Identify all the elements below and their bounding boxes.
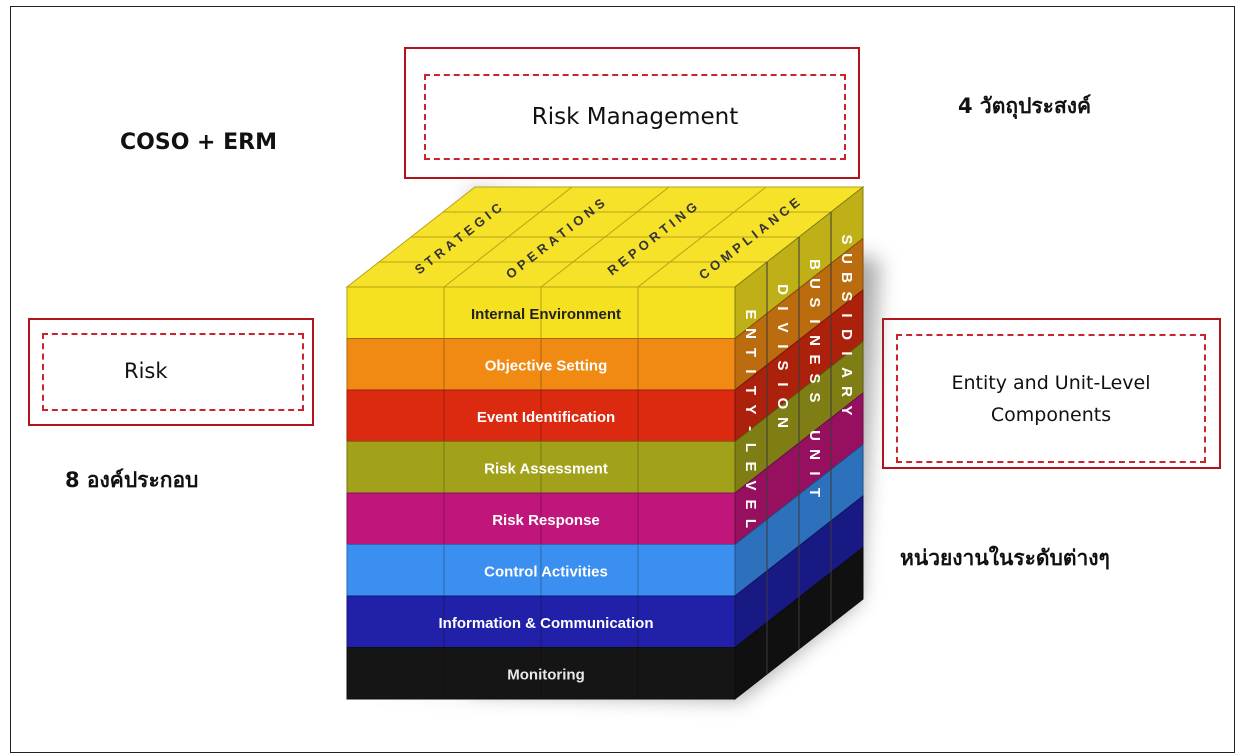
level-letter: L bbox=[742, 519, 759, 528]
risk-label: Risk bbox=[124, 359, 168, 383]
component-label: Control Activities bbox=[484, 563, 608, 580]
level-letter: E bbox=[806, 354, 823, 364]
level-letter: E bbox=[742, 309, 759, 319]
level-letter: D bbox=[838, 329, 855, 340]
level-letter: - bbox=[742, 426, 759, 431]
components-count-label: 8 องค์ประกอบ bbox=[65, 468, 199, 492]
level-letter: Y bbox=[838, 405, 855, 415]
component-label: Risk Response bbox=[492, 512, 600, 529]
level-letter: I bbox=[838, 313, 855, 317]
level-letter: S bbox=[806, 297, 823, 307]
level-letter: S bbox=[774, 360, 791, 370]
units-levels-label: หน่วยงานในระดับต่างๆ bbox=[900, 546, 1110, 570]
level-letter: S bbox=[838, 234, 855, 244]
level-letter: U bbox=[806, 278, 823, 289]
level-letter: L bbox=[742, 443, 759, 452]
component-label: Monitoring bbox=[507, 666, 584, 683]
component-label: Internal Environment bbox=[471, 306, 621, 323]
component-label: Information & Communication bbox=[439, 615, 654, 632]
level-letter: N bbox=[774, 417, 791, 428]
risk-management-box bbox=[404, 47, 860, 179]
level-letter: I bbox=[806, 319, 823, 323]
component-label: Objective Setting bbox=[485, 357, 608, 374]
level-letter: Y bbox=[742, 404, 759, 414]
level-letter: V bbox=[774, 322, 791, 332]
diagram-frame bbox=[10, 6, 1235, 753]
level-letter: S bbox=[806, 373, 823, 383]
risk-box bbox=[28, 318, 314, 426]
level-letter: S bbox=[838, 291, 855, 301]
level-letter: E bbox=[742, 461, 759, 471]
level-letter: R bbox=[838, 386, 855, 397]
entity-inner: Entity and Unit-Level Components bbox=[896, 334, 1206, 463]
level-letter: V bbox=[742, 480, 759, 490]
level-letter: U bbox=[838, 253, 855, 264]
entity-label-line2: Components bbox=[990, 403, 1112, 426]
level-letter: N bbox=[742, 328, 759, 339]
component-label: Event Identification bbox=[477, 409, 615, 426]
risk-inner: Risk bbox=[42, 333, 304, 411]
level-letter: O bbox=[774, 398, 791, 410]
level-label-division: D I V I S I ON bbox=[774, 284, 791, 428]
level-letter: T bbox=[742, 386, 759, 395]
level-letter: T bbox=[742, 348, 759, 357]
level-letter: B bbox=[838, 272, 855, 283]
objectives-count-label: 4 วัตถุประสงค์ bbox=[958, 94, 1092, 118]
level-letter: B bbox=[806, 259, 823, 270]
level-letter: I bbox=[774, 344, 791, 348]
level-letter: I bbox=[806, 471, 823, 475]
level-letter: I bbox=[774, 306, 791, 310]
level-letter: T bbox=[806, 488, 823, 497]
level-letter: I bbox=[742, 369, 759, 373]
component-label: Risk Assessment bbox=[484, 460, 608, 477]
entity-label-line1: Entity and Unit-Level bbox=[951, 371, 1151, 394]
risk-management-label: Risk Management bbox=[531, 104, 739, 130]
level-letter: I bbox=[774, 382, 791, 386]
level-letter: U bbox=[806, 430, 823, 441]
level-letter: A bbox=[838, 367, 855, 378]
entity-box bbox=[882, 318, 1221, 469]
level-letter: S bbox=[806, 392, 823, 402]
level-letter: N bbox=[806, 449, 823, 460]
level-letter: N bbox=[806, 335, 823, 346]
risk-management-inner: Risk Management bbox=[424, 74, 846, 160]
level-letter: D bbox=[774, 284, 791, 295]
level-letter: E bbox=[742, 499, 759, 509]
level-letter: I bbox=[838, 351, 855, 355]
coso-erm-label: COSO + ERM bbox=[120, 130, 278, 155]
top-grid-line bbox=[637, 186, 767, 288]
